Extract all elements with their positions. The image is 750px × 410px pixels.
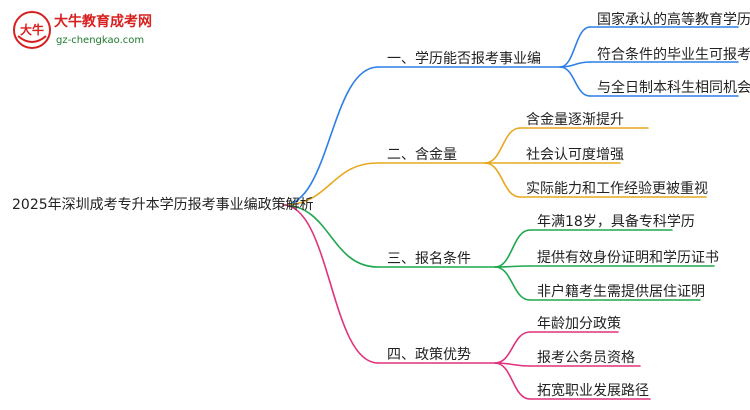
labels-layer: 2025年深圳成考专升本学历报考事业编政策解析 一、学历能否报考事业编 二、含金…: [12, 11, 750, 399]
leaf-3-3-connector: [494, 266, 531, 301]
leaf-1-3: 与全日制本科生相同机会: [597, 79, 750, 96]
leaf-2-1-connector: [484, 127, 521, 164]
leaf-3-1: 年满18岁，具备专科学历: [537, 213, 695, 230]
leaf-3-2: 提供有效身份证明和学历证书: [537, 250, 719, 266]
leaf-2-3: 实际能力和工作经验更被重视: [526, 181, 708, 197]
leaf-1-2: 符合条件的毕业生可报考: [597, 46, 750, 63]
leaf-1-1-connector: [559, 26, 591, 68]
branch-3-label: 三、报名条件: [387, 250, 471, 267]
branch-3-connector: [282, 204, 379, 268]
leaf-2-3-connector: [484, 162, 521, 198]
leaf-2-1: 含金量逐渐提升: [526, 112, 624, 128]
edges-layer: [282, 26, 739, 400]
root-label: 2025年深圳成考专升本学历报考事业编政策解析: [12, 196, 314, 213]
leaf-1-2-connector: [559, 61, 591, 68]
leaf-4-3: 拓宽职业发展路径: [537, 382, 649, 399]
leaf-4-1-connector: [494, 331, 531, 364]
branch-2-label: 二、含金量: [387, 147, 457, 163]
leaf-3-1-connector: [494, 229, 531, 268]
leaf-1-1: 国家承认的高等教育学历: [597, 11, 750, 28]
branch-2-connector: [282, 162, 379, 206]
branch-4-label: 四、政策优势: [387, 346, 471, 363]
leaf-2-2: 社会认可度增强: [526, 147, 624, 163]
branch-4-connector: [282, 204, 379, 364]
branch-1-label: 一、学历能否报考事业编: [387, 51, 541, 67]
leaf-4-1: 年龄加分政策: [537, 315, 621, 332]
logo-graphic: 大牛 大牛教育成考网 gz-chengkao.com: [13, 11, 152, 49]
site-logo[interactable]: 大牛 大牛教育成考网 gz-chengkao.com: [10, 4, 170, 54]
logo-url: gz-chengkao.com: [56, 35, 144, 46]
branch-1-connector: [282, 66, 379, 206]
leaf-3-3: 非户籍考生需提供居住证明: [537, 283, 705, 300]
logo-title: 大牛教育成考网: [54, 13, 152, 30]
leaf-4-2: 报考公务员资格: [537, 350, 635, 366]
leaf-4-3-connector: [494, 362, 531, 400]
leaf-1-3-connector: [559, 66, 591, 97]
logo-mark: 大牛: [20, 22, 44, 37]
